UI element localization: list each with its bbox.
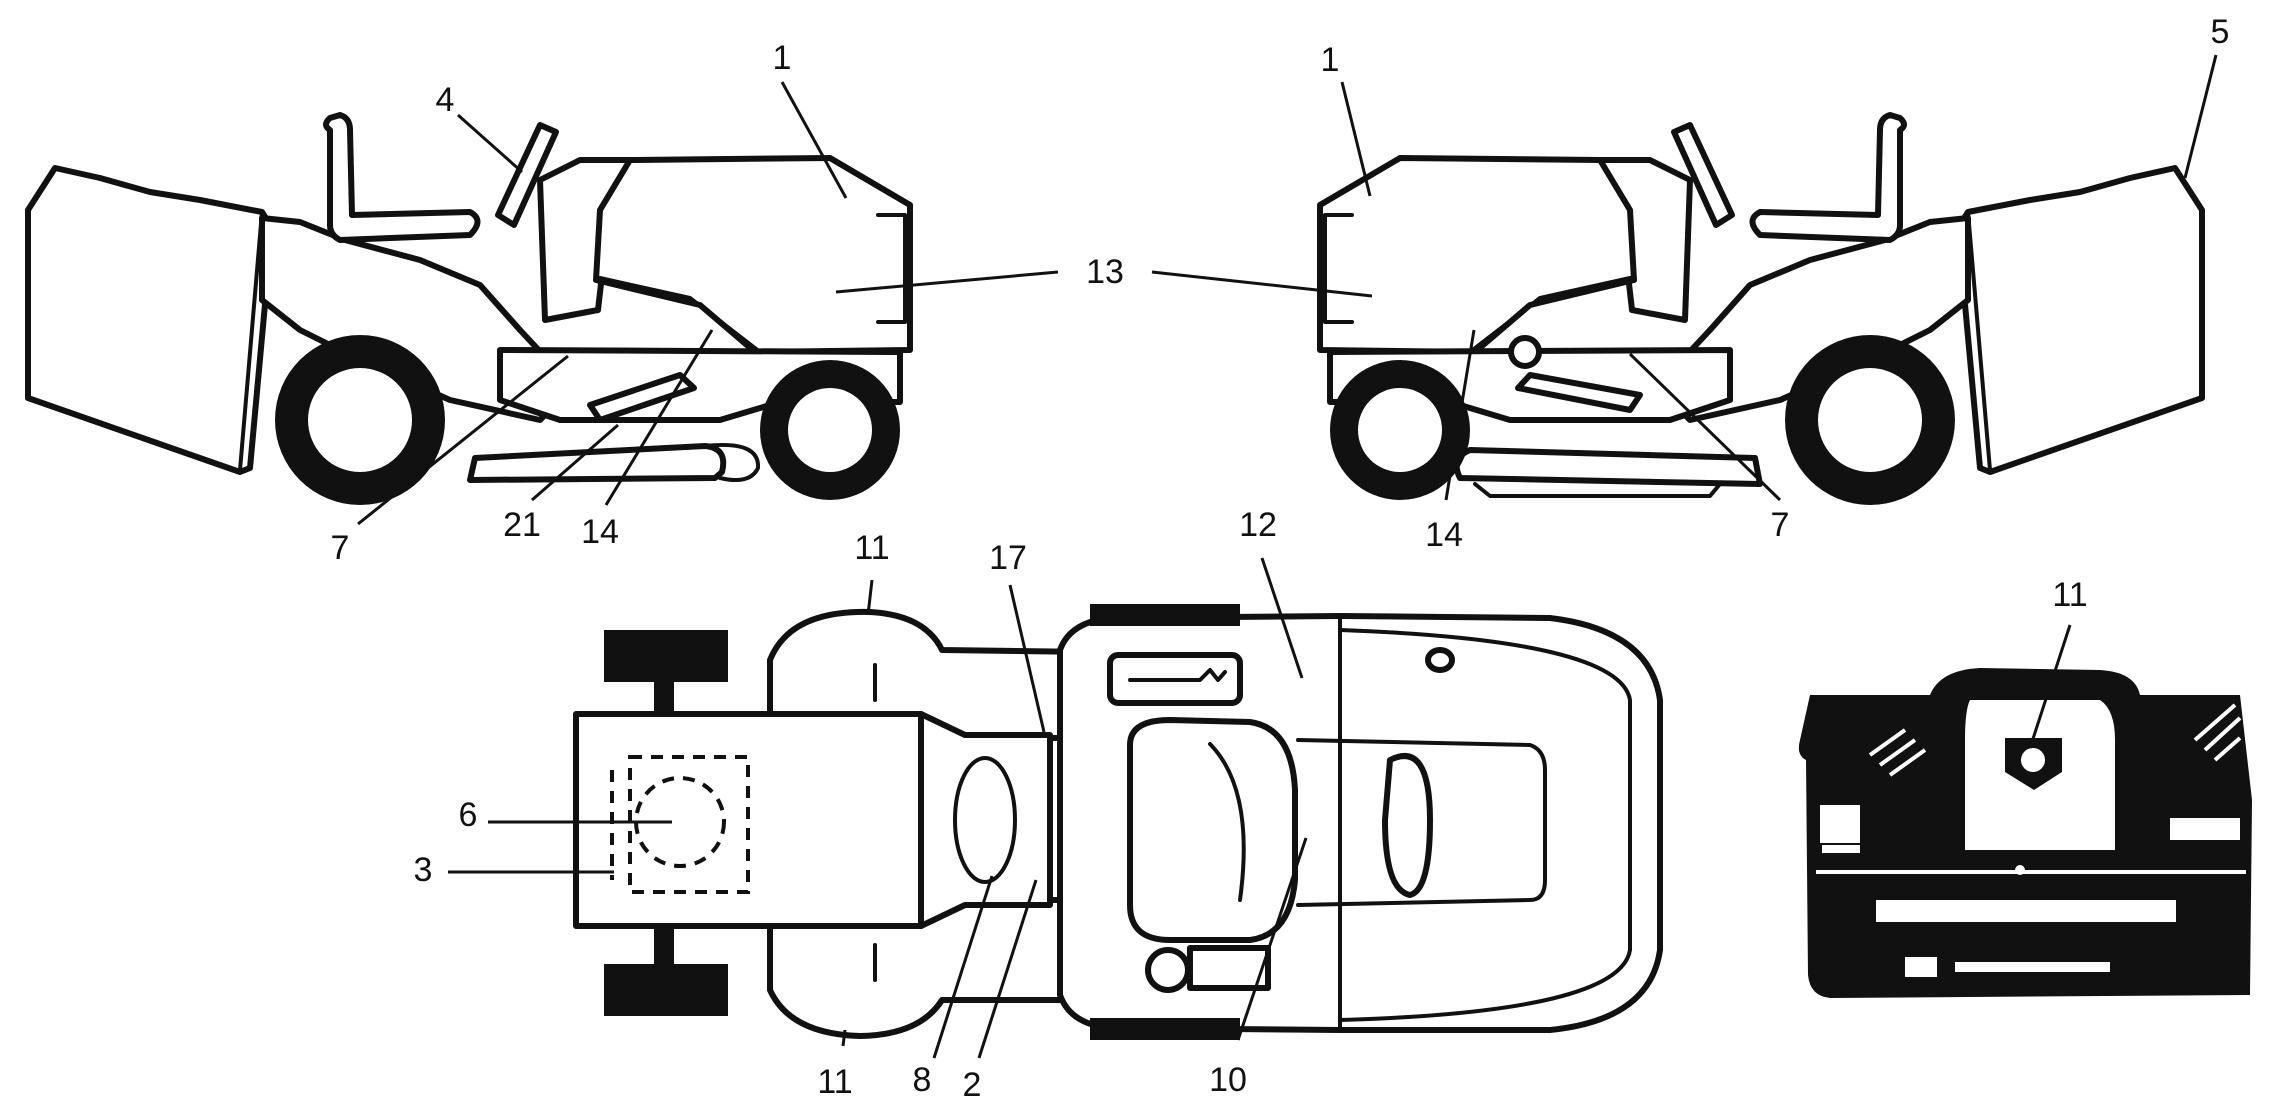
right-side-view [1317,112,2205,505]
callout-top-3: 3 [414,851,433,889]
right-steering-wheel [1671,122,1735,228]
left-grass-bag [25,165,275,475]
callout-labels: 1 4 7 21 14 13 1 5 14 7 11 17 12 6 3 11 … [331,13,2230,1104]
top-seat [1127,717,1298,943]
top-grass-bag [573,711,924,929]
callout-top-2: 2 [963,1066,982,1104]
callout-left-21: 21 [503,506,541,544]
left-pedal [587,372,697,423]
callout-left-4: 4 [436,81,455,119]
callout-top-8: 8 [913,1061,932,1099]
right-grass-bag [1955,165,2205,475]
callout-right-7: 7 [1771,506,1790,544]
callout-top-11-lower: 11 [817,1063,852,1101]
callout-top-11-upper: 11 [854,529,889,567]
callout-right-1: 1 [1321,41,1340,79]
callout-rear-11: 11 [2052,576,2087,614]
top-rear-wheel-upper [604,630,728,682]
callout-left-1: 1 [773,39,792,77]
callout-left-14: 14 [581,513,619,551]
left-side-view [25,112,913,505]
callout-center-13: 13 [1086,253,1124,291]
top-view [573,604,1663,1040]
rear-view [1798,668,2252,998]
left-seat [323,112,481,243]
callout-top-12: 12 [1239,506,1277,544]
callout-right-5: 5 [2211,13,2230,51]
callout-right-14: 14 [1425,516,1463,554]
left-mower-deck [467,443,727,483]
left-steering-wheel [495,122,559,228]
left-hood [593,155,913,355]
right-pedal [1515,372,1643,413]
leader-lines [357,54,2218,1059]
top-rear-wheel-lower [604,964,728,1016]
callout-top-17: 17 [989,539,1027,577]
callout-top-10: 10 [1209,1061,1247,1099]
callout-left-7: 7 [331,529,350,567]
top-fuel-cap [1145,947,1191,993]
top-chute [918,711,1053,929]
right-seat [1749,112,1907,243]
callout-top-6: 6 [459,796,478,834]
right-mower-deck [1453,447,1763,487]
top-grille [1382,753,1433,898]
